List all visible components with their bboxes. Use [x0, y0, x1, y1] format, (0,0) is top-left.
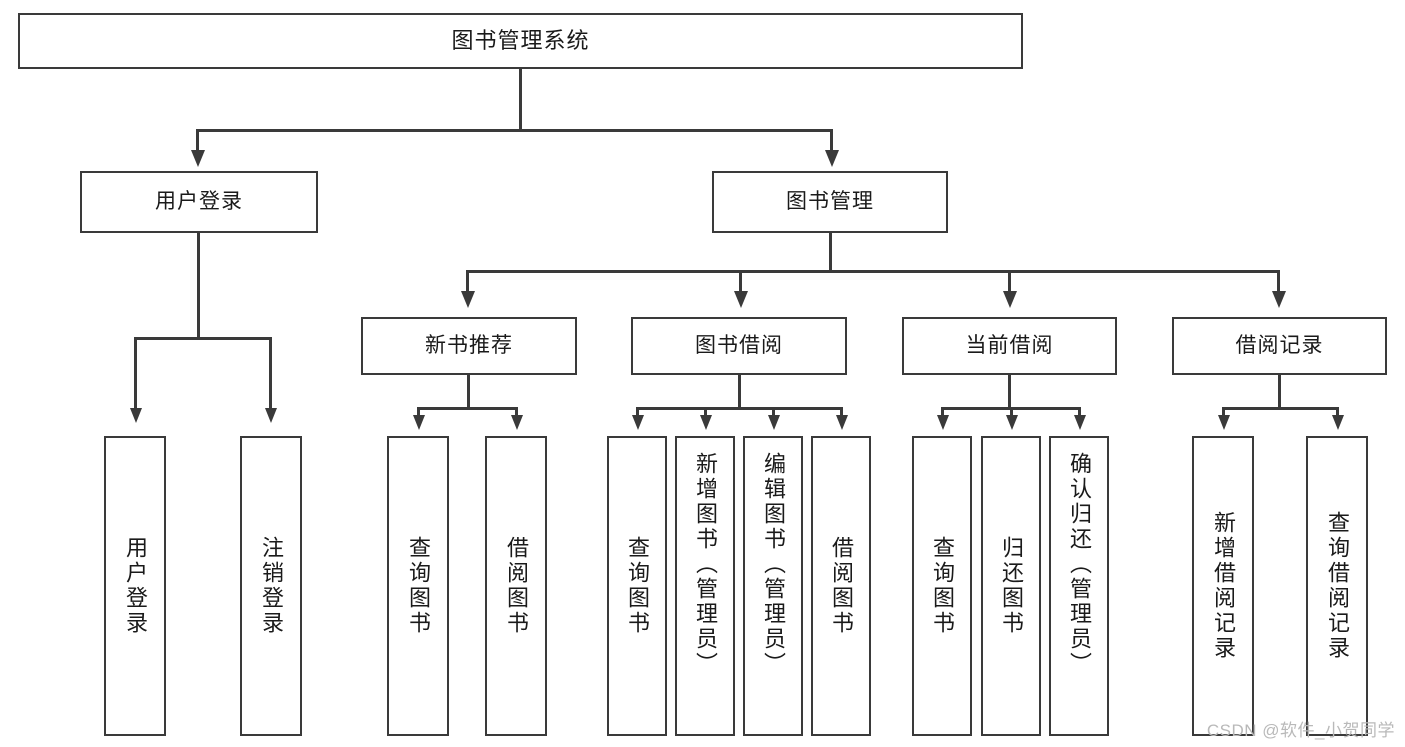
- connector-book-borrow-drop-1: [636, 407, 639, 419]
- connector-level2-drop-2: [830, 129, 833, 153]
- connector-book-borrow-drop-4: [840, 407, 843, 419]
- connector-borrow-record-drop-2: [1336, 407, 1339, 419]
- leaf-label: 新增借阅记录: [1210, 511, 1236, 661]
- node-user-login[interactable]: 用户登录: [80, 171, 318, 233]
- leaf-edit-book-admin[interactable]: 编辑图书（管理员）: [743, 436, 803, 736]
- node-book-management[interactable]: 图书管理: [712, 171, 948, 233]
- arrowhead-level3-3: [1003, 291, 1017, 308]
- csdn-watermark: CSDN @软件_小贺同学: [1206, 721, 1395, 740]
- connector-level3-drop-1: [466, 270, 469, 294]
- leaf-return-book[interactable]: 归还图书: [981, 436, 1041, 736]
- node-book-management-system[interactable]: 图书管理系统: [18, 13, 1023, 69]
- node-label: 借阅记录: [1235, 334, 1324, 358]
- connector-current-borrow-stem: [1008, 375, 1011, 410]
- arrowhead-new-book-leaf-1: [413, 415, 425, 430]
- arrowhead-level3-1: [461, 291, 475, 308]
- arrowhead-level3-2: [734, 291, 748, 308]
- leaf-query-book-borrow[interactable]: 查询图书: [607, 436, 667, 736]
- leaf-label: 查询图书: [624, 536, 650, 636]
- connector-book-borrow-bus: [636, 407, 843, 410]
- connector-level3-drop-4: [1277, 270, 1280, 294]
- leaf-label: 注销登录: [258, 536, 284, 636]
- leaf-confirm-return-admin[interactable]: 确认归还（管理员）: [1049, 436, 1109, 736]
- connector-book-borrow-stem: [738, 375, 741, 410]
- arrowhead-book-borrow-leaf-3: [768, 415, 780, 430]
- arrowhead-user-login-leaf-1: [130, 408, 142, 423]
- connector-current-borrow-drop-3: [1078, 407, 1081, 419]
- leaf-query-borrow-record[interactable]: 查询借阅记录: [1306, 436, 1368, 736]
- leaf-label: 查询图书: [405, 536, 431, 636]
- connector-new-book-stem: [467, 375, 470, 410]
- connector-new-book-drop-1: [417, 407, 420, 419]
- leaf-user-login[interactable]: 用户登录: [104, 436, 166, 736]
- connector-borrow-record-bus: [1222, 407, 1339, 410]
- connector-level2-bus: [196, 129, 833, 132]
- leaf-label: 新增图书（管理员）: [692, 452, 718, 677]
- arrowhead-level3-4: [1272, 291, 1286, 308]
- leaf-add-borrow-record[interactable]: 新增借阅记录: [1192, 436, 1254, 736]
- connector-level3-drop-2: [739, 270, 742, 294]
- connector-book-borrow-drop-2: [704, 407, 707, 419]
- connector-borrow-record-drop-1: [1222, 407, 1225, 419]
- arrowhead-current-borrow-leaf-1: [937, 415, 949, 430]
- arrowhead-book-borrow-leaf-2: [700, 415, 712, 430]
- node-new-book-recommend[interactable]: 新书推荐: [361, 317, 577, 375]
- connector-user-login-drop-2: [269, 337, 272, 412]
- leaf-label: 借阅图书: [503, 536, 529, 636]
- leaf-add-book-admin[interactable]: 新增图书（管理员）: [675, 436, 735, 736]
- connector-current-borrow-drop-2: [1010, 407, 1013, 419]
- leaf-label: 编辑图书（管理员）: [760, 452, 786, 677]
- connector-current-borrow-drop-1: [941, 407, 944, 419]
- node-label: 新书推荐: [425, 334, 513, 358]
- arrowhead-borrow-record-leaf-2: [1332, 415, 1344, 430]
- node-label: 图书借阅: [695, 334, 783, 358]
- leaf-label: 归还图书: [998, 536, 1024, 636]
- arrowhead-borrow-record-leaf-1: [1218, 415, 1230, 430]
- connector-borrow-record-stem: [1278, 375, 1281, 410]
- connector-new-book-bus: [417, 407, 518, 410]
- node-label: 当前借阅: [965, 334, 1054, 358]
- arrowhead-new-book-leaf-2: [511, 415, 523, 430]
- arrowhead-level2-1: [191, 150, 205, 167]
- node-label: 图书管理: [786, 190, 874, 214]
- connector-new-book-drop-2: [515, 407, 518, 419]
- connector-user-login-bus: [134, 337, 271, 340]
- leaf-borrow-book[interactable]: 借阅图书: [811, 436, 871, 736]
- leaf-query-book-recommend[interactable]: 查询图书: [387, 436, 449, 736]
- connector-level3-drop-3: [1008, 270, 1011, 294]
- connector-user-login-drop-1: [134, 337, 137, 412]
- connector-user-login-stem: [197, 233, 200, 340]
- arrowhead-current-borrow-leaf-3: [1074, 415, 1086, 430]
- node-label: 图书管理系统: [451, 27, 590, 53]
- connector-level2-drop-1: [196, 129, 199, 153]
- connector-level3-bus: [466, 270, 1280, 273]
- node-current-borrow[interactable]: 当前借阅: [902, 317, 1117, 375]
- arrowhead-level2-2: [825, 150, 839, 167]
- connector-book-borrow-drop-3: [772, 407, 775, 419]
- leaf-label: 确认归还（管理员）: [1066, 452, 1092, 677]
- node-borrow-record[interactable]: 借阅记录: [1172, 317, 1387, 375]
- arrowhead-book-borrow-leaf-1: [632, 415, 644, 430]
- node-book-borrow[interactable]: 图书借阅: [631, 317, 847, 375]
- leaf-label: 查询图书: [929, 536, 955, 636]
- leaf-logout[interactable]: 注销登录: [240, 436, 302, 736]
- connector-root-stem: [519, 69, 522, 131]
- arrowhead-current-borrow-leaf-2: [1006, 415, 1018, 430]
- arrowhead-book-borrow-leaf-4: [836, 415, 848, 430]
- leaf-label: 借阅图书: [828, 536, 854, 636]
- connector-book-mgmt-stem: [829, 233, 832, 273]
- node-label: 用户登录: [155, 190, 243, 214]
- leaf-label: 查询借阅记录: [1324, 511, 1350, 661]
- leaf-query-book-current[interactable]: 查询图书: [912, 436, 972, 736]
- leaf-label: 用户登录: [122, 536, 148, 636]
- arrowhead-user-login-leaf-2: [265, 408, 277, 423]
- leaf-borrow-book-recommend[interactable]: 借阅图书: [485, 436, 547, 736]
